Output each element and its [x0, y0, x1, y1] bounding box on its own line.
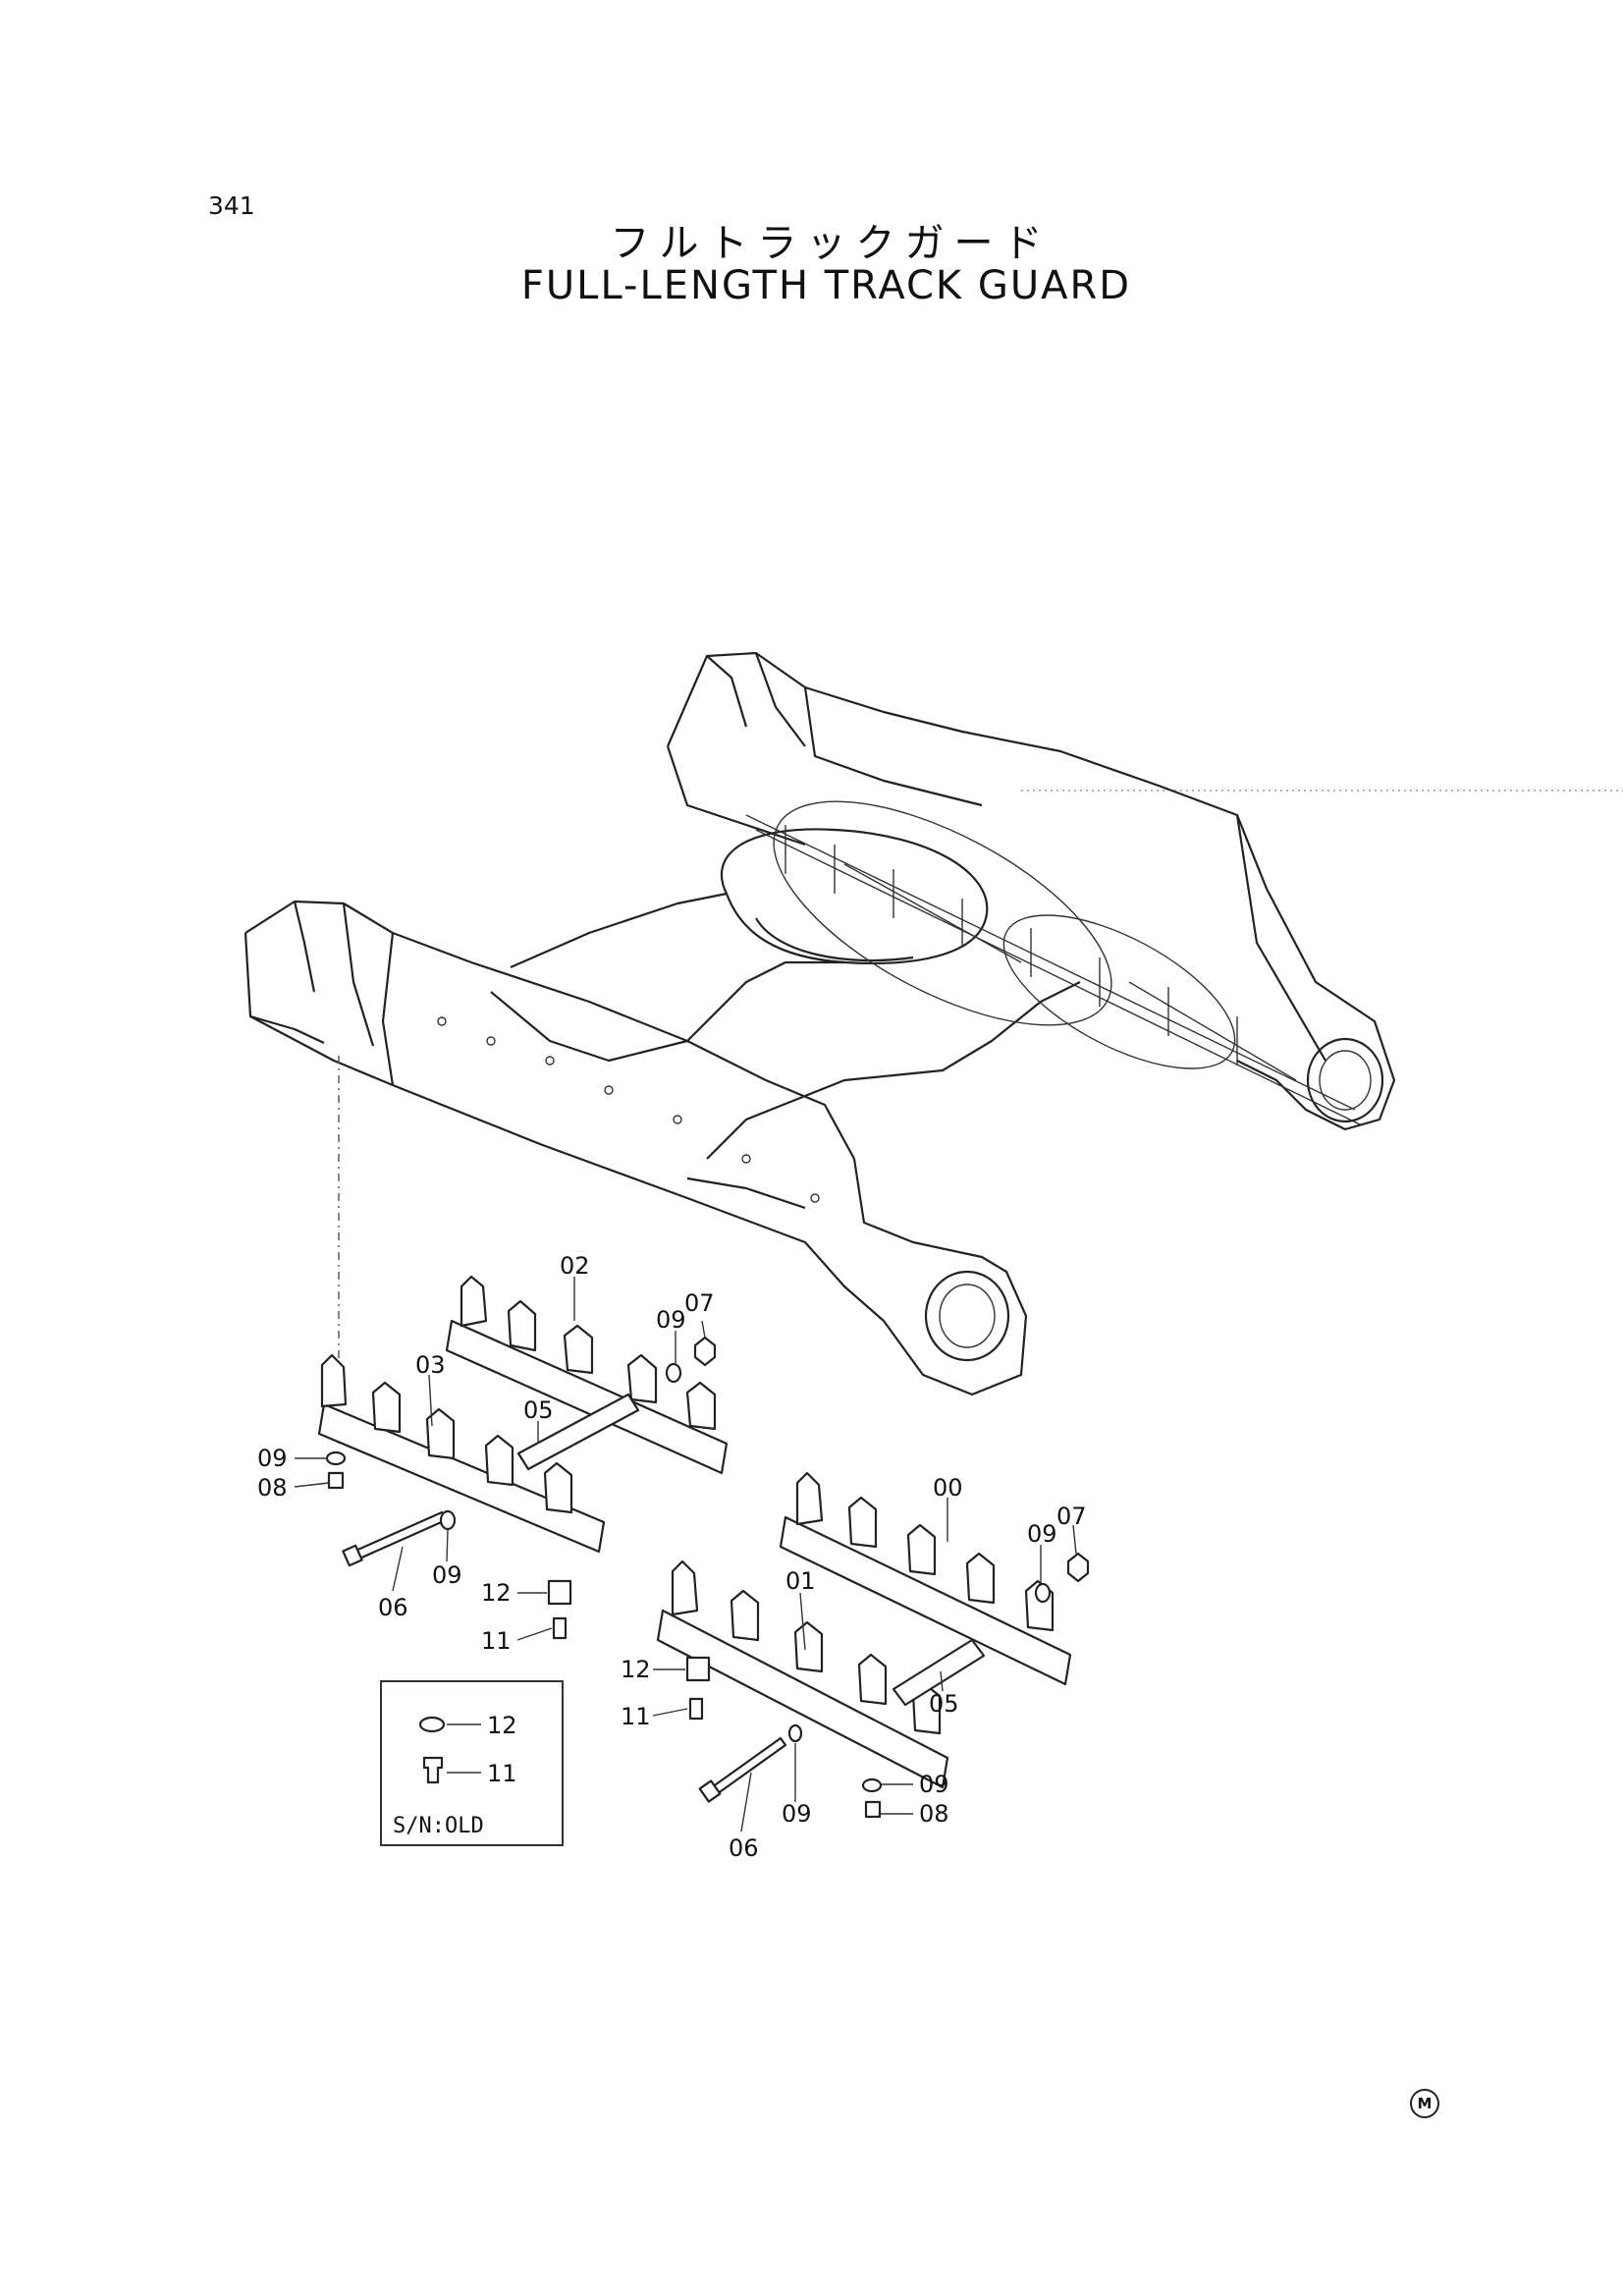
callout-12: 12	[481, 1579, 512, 1607]
page-number: 341	[208, 191, 255, 220]
inset-label: S/N:OLD	[393, 1814, 484, 1838]
track-guard-01	[656, 1559, 949, 1789]
callout-07: 07	[684, 1289, 715, 1317]
inset-callout-12: 12	[487, 1712, 517, 1739]
leader-lines	[294, 1277, 1077, 1832]
callout-11: 11	[621, 1703, 651, 1730]
callout-06: 06	[378, 1594, 408, 1621]
title-japanese: フルトラックガード	[610, 221, 1053, 266]
callout-labels: 02 09 07 03 05 09 08 06 09 12 11 00 09 0…	[257, 1252, 1087, 1862]
track-guard-00	[779, 1471, 1072, 1686]
callout-11: 11	[481, 1627, 512, 1655]
callout-01: 01	[785, 1567, 816, 1595]
callout-03: 03	[415, 1351, 446, 1379]
callout-08: 08	[919, 1800, 949, 1828]
serial-old-inset: 12 11 S/N:OLD	[380, 1680, 564, 1846]
callout-09: 09	[782, 1800, 812, 1828]
track-guard-02	[445, 1275, 729, 1475]
callout-06: 06	[729, 1834, 759, 1862]
manufacturer-mark: M	[1410, 2089, 1439, 2118]
callout-05: 05	[929, 1690, 959, 1718]
callout-07: 07	[1056, 1503, 1087, 1530]
callout-09: 09	[656, 1306, 686, 1334]
callout-09: 09	[257, 1445, 288, 1472]
callout-09: 09	[919, 1771, 949, 1798]
callout-02: 02	[560, 1252, 590, 1280]
undercarriage-frame	[243, 651, 1623, 1449]
callout-12: 12	[621, 1656, 651, 1683]
fasteners	[325, 1336, 1090, 1819]
callout-08: 08	[257, 1474, 288, 1502]
callout-09: 09	[1027, 1520, 1057, 1548]
inset-callout-11: 11	[487, 1760, 517, 1787]
track-guard-03	[317, 1353, 606, 1554]
callout-00: 00	[933, 1474, 963, 1502]
callout-05: 05	[523, 1396, 554, 1424]
callout-09: 09	[432, 1561, 462, 1589]
title-english: FULL-LENGTH TRACK GUARD	[520, 263, 1132, 308]
